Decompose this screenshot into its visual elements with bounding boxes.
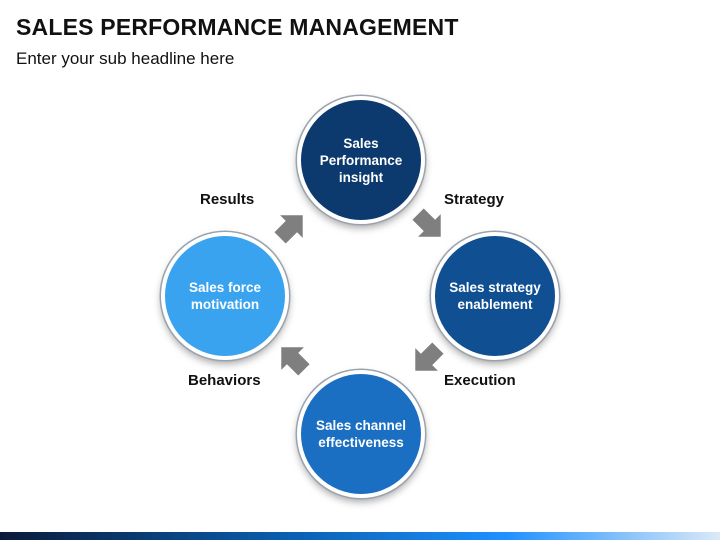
page-title: SALES PERFORMANCE MANAGEMENT <box>16 14 459 40</box>
stage-label: Sales channel effectiveness <box>315 418 407 450</box>
stage-label: Sales strategy enablement <box>449 280 541 312</box>
stage-label: Sales force motivation <box>188 280 262 312</box>
stage-performance-insight: Sales Performance insight <box>297 96 425 224</box>
phase-label-behaviors: Behaviors <box>188 372 261 389</box>
stage-force-motivation: Sales force motivation <box>161 232 289 360</box>
phase-label-strategy: Strategy <box>444 191 505 208</box>
arrow-strategy-icon <box>412 208 441 237</box>
phase-label-execution: Execution <box>444 372 516 389</box>
footer-accent-bar <box>0 532 720 540</box>
arrow-execution-icon <box>415 342 444 371</box>
arrow-behaviors-icon <box>281 347 310 376</box>
stage-label: Sales Performance insight <box>319 135 403 185</box>
phase-label-results: Results <box>200 191 255 208</box>
page-subtitle: Enter your sub headline here <box>16 49 235 68</box>
stage-strategy-enablement: Sales strategy enablement <box>431 232 559 360</box>
stage-channel-effectiveness: Sales channel effectiveness <box>297 370 425 498</box>
arrow-results-icon <box>274 215 303 244</box>
